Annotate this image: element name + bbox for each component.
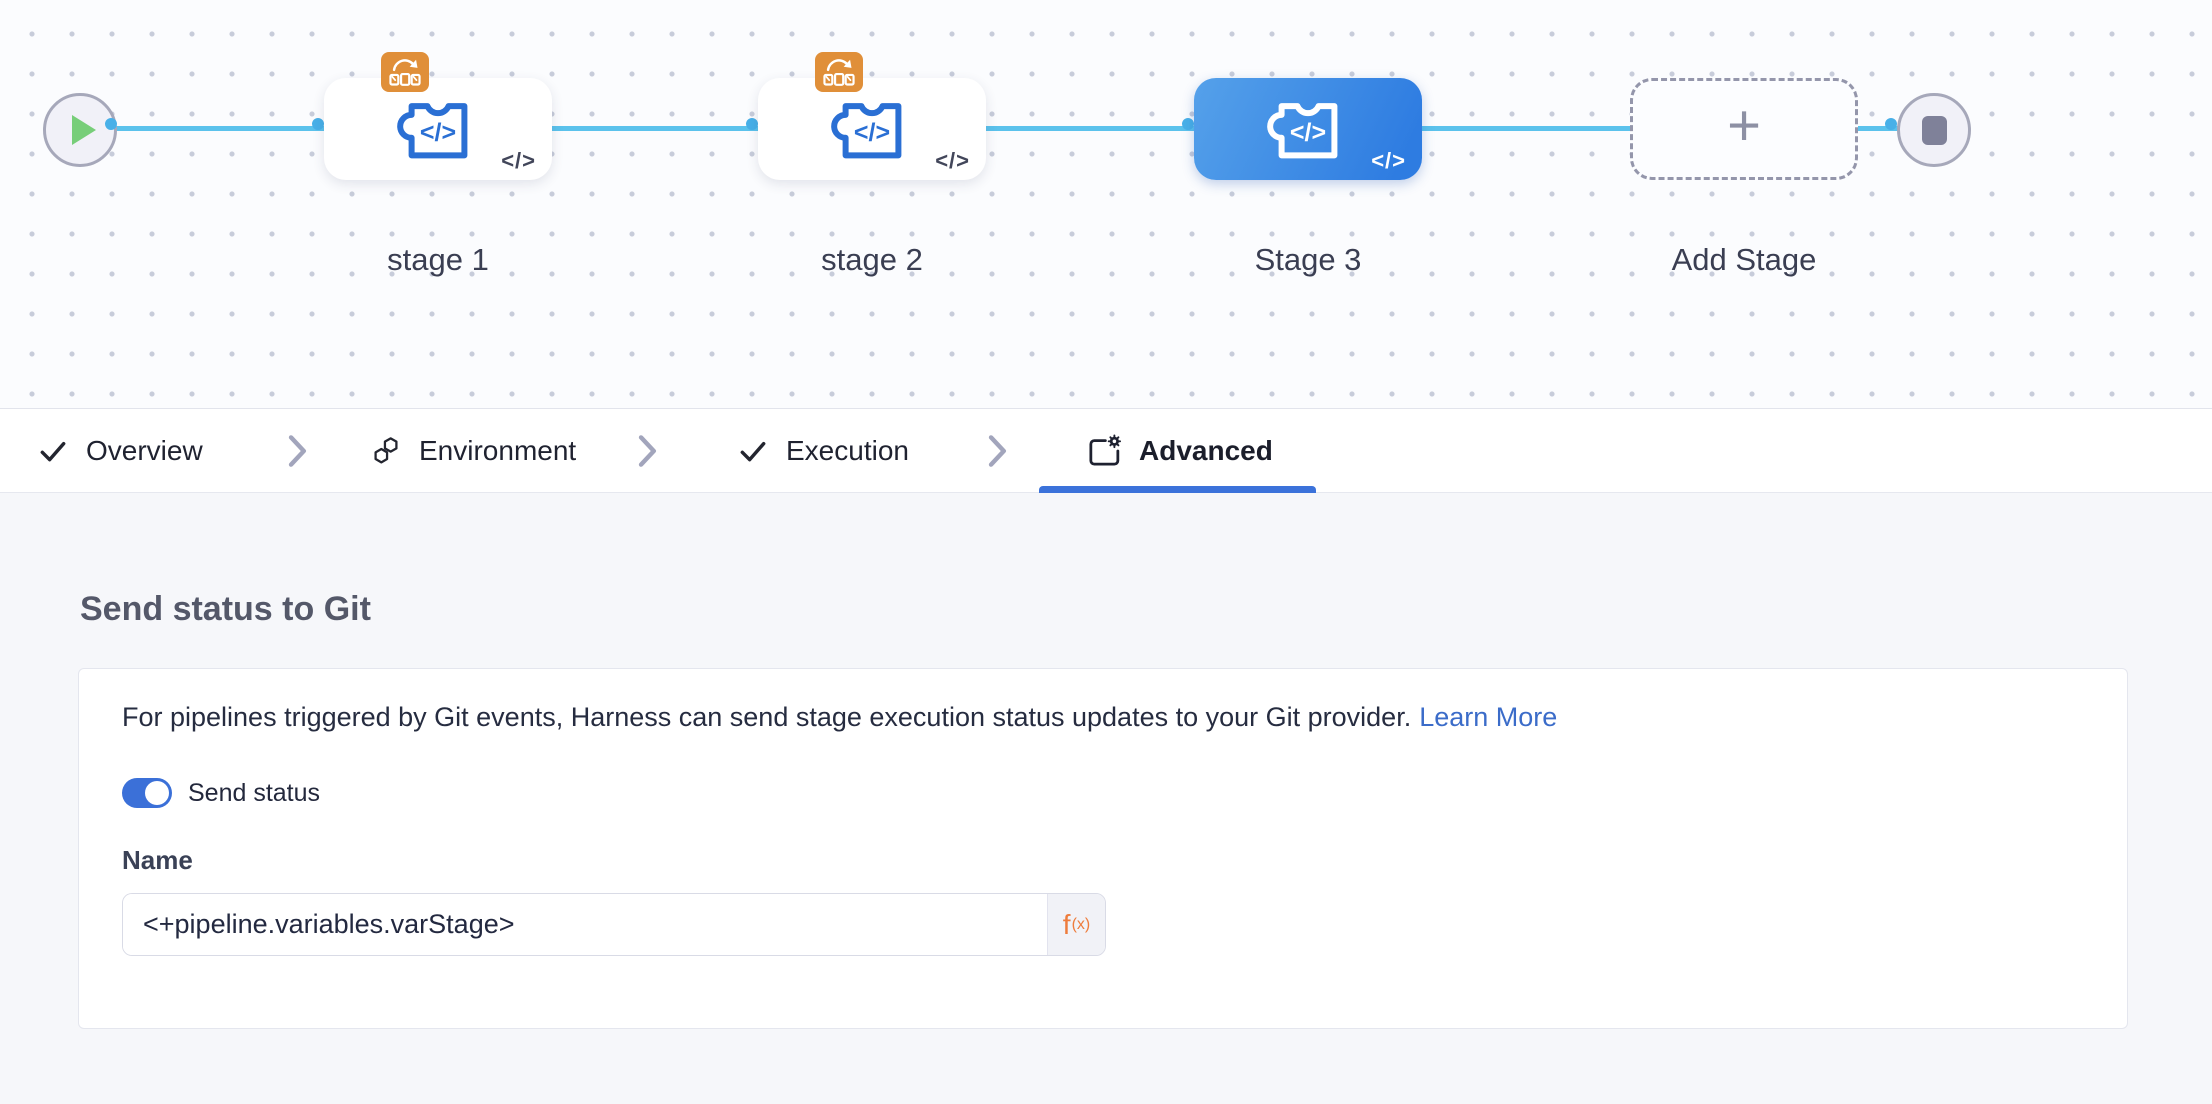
toggle-label: Send status bbox=[188, 778, 321, 807]
pipeline-end-node[interactable] bbox=[1897, 93, 1971, 167]
stage-label: Stage 3 bbox=[1254, 242, 1362, 277]
advanced-panel: Send status to Git For pipelines trigger… bbox=[0, 494, 2212, 1104]
code-view-icon[interactable]: </> bbox=[1371, 148, 1406, 173]
check-icon bbox=[740, 441, 766, 462]
chevron-right-icon bbox=[635, 434, 659, 473]
stage-config-tabbar: Overview Environment Execution Advanced bbox=[0, 409, 2212, 493]
name-input[interactable] bbox=[123, 894, 1047, 955]
toggle-knob bbox=[145, 781, 169, 805]
tab-overview[interactable]: Overview bbox=[37, 409, 203, 493]
description-text: For pipelines triggered by Git events, H… bbox=[122, 702, 1558, 732]
section-heading: Send status to Git bbox=[80, 590, 371, 628]
stage-label: stage 1 bbox=[387, 242, 489, 277]
pipeline-canvas[interactable]: </> </> </> </> bbox=[0, 0, 2212, 409]
connector-dot[interactable] bbox=[312, 118, 324, 130]
custom-stage-icon: </> bbox=[394, 85, 482, 173]
advanced-gear-window-icon bbox=[1089, 434, 1122, 466]
chevron-right-icon bbox=[285, 434, 309, 473]
pipeline-connector-line bbox=[80, 126, 1934, 131]
connector-dot[interactable] bbox=[105, 118, 117, 130]
environment-hexagons-icon bbox=[374, 437, 398, 464]
tab-execution[interactable]: Execution bbox=[737, 409, 909, 493]
stop-icon bbox=[1921, 115, 1947, 145]
tab-advanced[interactable]: Advanced bbox=[1086, 409, 1273, 493]
play-icon bbox=[72, 115, 96, 145]
looping-strategy-badge[interactable] bbox=[815, 52, 863, 92]
connector-dot[interactable] bbox=[1885, 118, 1897, 130]
code-view-icon[interactable]: </> bbox=[935, 148, 970, 173]
name-input-group: f(x) bbox=[122, 893, 1106, 956]
stage-node-2[interactable]: </> </> bbox=[758, 78, 986, 180]
pipeline-start-node[interactable] bbox=[43, 93, 117, 167]
connector-dot[interactable] bbox=[746, 118, 758, 130]
looping-strategy-badge[interactable] bbox=[381, 52, 429, 92]
custom-stage-icon: </> bbox=[828, 85, 916, 173]
check-icon bbox=[40, 441, 66, 462]
active-tab-underline bbox=[1039, 486, 1316, 493]
custom-stage-icon: </> bbox=[1264, 85, 1352, 173]
send-status-card: For pipelines triggered by Git events, H… bbox=[78, 668, 2128, 1029]
learn-more-link[interactable]: Learn More bbox=[1419, 702, 1558, 732]
send-status-toggle[interactable] bbox=[122, 778, 172, 808]
chevron-right-icon bbox=[985, 434, 1009, 473]
stage-label: Add Stage bbox=[1671, 242, 1817, 277]
name-field-label: Name bbox=[122, 845, 193, 875]
tab-environment[interactable]: Environment bbox=[370, 409, 576, 493]
stage-node-3-selected[interactable]: </> </> bbox=[1194, 78, 1422, 180]
add-stage-node[interactable]: + bbox=[1630, 78, 1858, 180]
expression-fx-button[interactable]: f(x) bbox=[1047, 894, 1105, 955]
stage-node-1[interactable]: </> </> bbox=[324, 78, 552, 180]
plus-icon: + bbox=[1727, 93, 1761, 158]
stage-label: stage 2 bbox=[821, 242, 923, 277]
code-view-icon[interactable]: </> bbox=[501, 148, 536, 173]
connector-dot[interactable] bbox=[1182, 118, 1194, 130]
